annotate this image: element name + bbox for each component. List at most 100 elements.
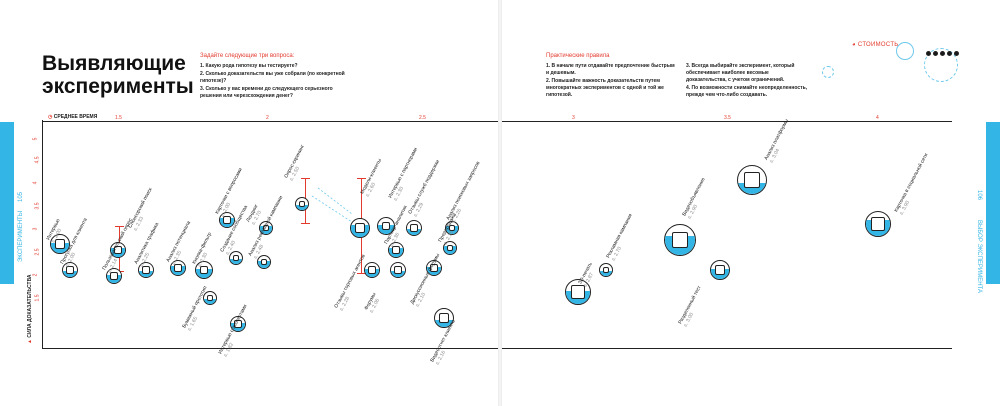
- left-tab-text: ЭКСПЕРИМЕНТЫ: [18, 210, 24, 262]
- icon-fill: [204, 299, 216, 304]
- cost-label: СТОИМОСТЬ: [857, 42, 899, 48]
- experiment-icon: [230, 316, 246, 332]
- experiment-icon: [138, 262, 154, 278]
- experiment-icon: [445, 221, 459, 235]
- experiment-icon: [565, 279, 591, 305]
- experiment-glyph-icon: [260, 258, 268, 266]
- cost-dot: [933, 51, 938, 56]
- experiment-icon: [203, 291, 217, 305]
- experiment-icon: [257, 255, 271, 269]
- rules-column-2: 3. Всегда выбирайте эксперимент, который…: [686, 63, 808, 100]
- x-tick-label: 4: [876, 115, 879, 121]
- experiment-glyph-icon: [446, 244, 454, 252]
- page-gutter: [498, 0, 502, 406]
- experiment-icon: [599, 263, 613, 277]
- experiment-glyph-icon: [381, 221, 391, 231]
- experiment-glyph-icon: [448, 224, 456, 232]
- cost-dot: [926, 51, 931, 56]
- evidence-axis-label: ▲ СИЛА ДОКАЗАТЕЛЬСТВА: [27, 274, 33, 344]
- rules-column-1: 1. В начале пути отдавайте предпочтение …: [546, 63, 676, 100]
- y-tick-label: 5: [32, 137, 39, 141]
- right-page-number: 106: [976, 190, 982, 201]
- x-tick-label: 2: [266, 115, 269, 121]
- experiment-glyph-icon: [671, 231, 689, 249]
- experiment-icon: [50, 234, 70, 254]
- baseline-left: [42, 348, 498, 349]
- question-1: 1. Какую рода гипотезу вы тестируете?: [200, 63, 298, 69]
- experiment-icon: [434, 308, 454, 328]
- title-line-1: Выявляющие: [42, 52, 186, 75]
- experiment-icon: [259, 221, 273, 235]
- experiment-glyph-icon: [430, 264, 438, 272]
- experiment-glyph-icon: [54, 238, 66, 250]
- connector-line: [311, 195, 353, 223]
- experiment-icon: [390, 262, 406, 278]
- rule-1: 1. В начале пути отдавайте предпочтение …: [546, 63, 675, 76]
- experiment-icon: [195, 261, 213, 279]
- experiment-glyph-icon: [871, 217, 885, 231]
- clock-icon: ◷: [48, 114, 53, 120]
- x-tick-label: 1.5: [115, 115, 122, 121]
- range-cap: [115, 226, 124, 227]
- experiment-glyph-icon: [232, 254, 240, 262]
- experiment-glyph-icon: [354, 222, 366, 234]
- y-axis: [42, 120, 43, 348]
- icon-fill: [738, 182, 766, 194]
- x-tick-label: 3: [572, 115, 575, 121]
- experiment-icon: [664, 224, 696, 256]
- icon-fill: [230, 259, 242, 264]
- left-side-tab: [0, 122, 14, 284]
- cost-dot: [947, 51, 952, 56]
- experiment-glyph-icon: [142, 266, 150, 274]
- rules-heading: Практические правила: [546, 53, 610, 59]
- experiment-icon: [388, 242, 404, 258]
- experiment-icon: [737, 165, 767, 195]
- experiment-icon: [377, 217, 395, 235]
- experiment-glyph-icon: [262, 224, 270, 232]
- questions-list: 1. Какую рода гипотезу вы тестируете? 2.…: [200, 63, 350, 101]
- y-tick-label: 1.5: [34, 294, 41, 302]
- icon-fill: [600, 271, 612, 276]
- experiment-name: Отзывы торговых агентов: [333, 253, 367, 310]
- baseline-right: [502, 348, 952, 349]
- y-tick-label: 3.5: [34, 202, 41, 210]
- experiment-icon: [350, 218, 370, 238]
- cost-dots: [926, 43, 961, 56]
- icon-fill: [435, 319, 453, 327]
- experiment-glyph-icon: [438, 312, 450, 324]
- experiment-glyph-icon: [110, 272, 118, 280]
- y-tick-label: 2: [32, 273, 39, 277]
- experiment-icon: [710, 260, 730, 280]
- decorative-circle: [924, 48, 958, 82]
- experiment-icon: [110, 242, 126, 258]
- title-line-2: эксперименты: [42, 75, 194, 98]
- y-tick-label: 2.5: [34, 248, 41, 256]
- rule-4: 4. По возможности снимайте неопределенно…: [686, 85, 808, 98]
- question-2: 2. Сколько доказательств вы уже собрали …: [200, 71, 345, 84]
- y-tick-label: 4: [32, 181, 39, 185]
- experiment-icon: [426, 260, 442, 276]
- experiment-glyph-icon: [392, 246, 400, 254]
- cost-icon: ◕: [852, 42, 856, 48]
- decorative-circle: [822, 66, 834, 78]
- x-tick-label: 2.5: [419, 115, 426, 121]
- experiment-glyph-icon: [199, 265, 209, 275]
- experiment-icon: [219, 212, 235, 228]
- x-axis-right: [502, 121, 952, 122]
- range-cap: [357, 273, 366, 274]
- experiment-icon: [62, 262, 78, 278]
- cost-legend: ◕ СТОИМОСТЬ: [852, 42, 899, 48]
- experiment-glyph-icon: [714, 264, 726, 276]
